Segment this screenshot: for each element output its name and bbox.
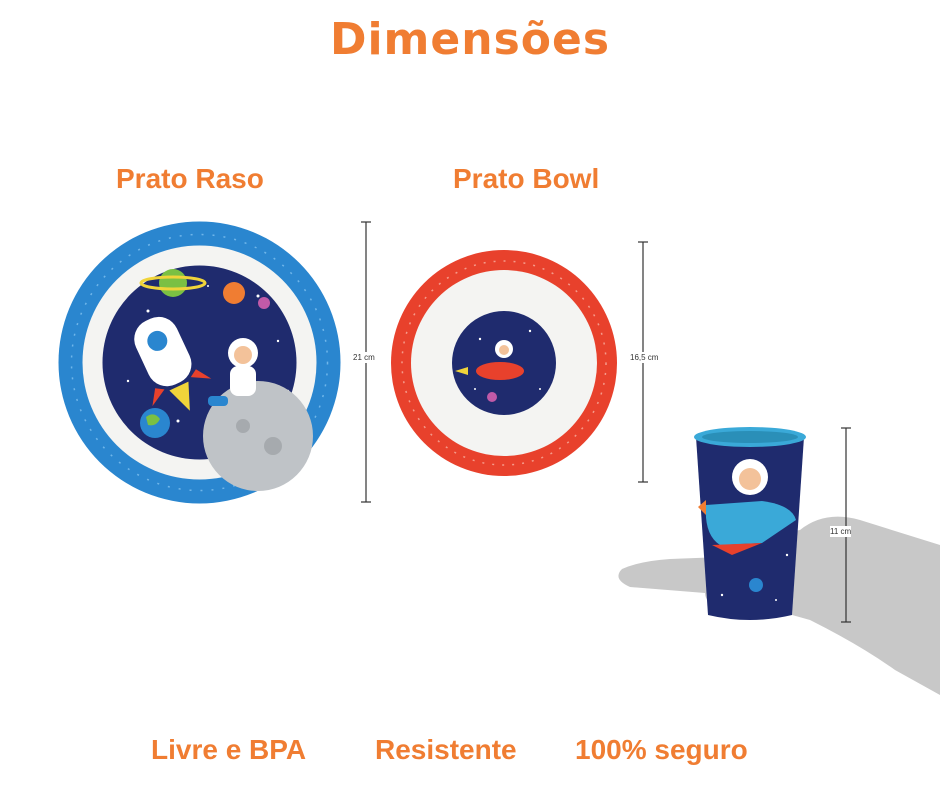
dimension-copo: 11 cm <box>830 526 852 537</box>
bowl-image <box>391 250 617 476</box>
product-label-prato-raso: Prato Raso <box>116 163 264 194</box>
feature-bpa-free: Livre e BPA <box>151 734 307 765</box>
dimension-prato-raso: 21 cm <box>353 352 375 363</box>
measure-line-copo <box>841 427 851 623</box>
dimension-prato-bowl: 16,5 cm <box>630 352 659 363</box>
page-title: Dimensões <box>329 14 611 65</box>
feature-resistant: Resistente <box>375 734 517 765</box>
product-label-prato-bowl: Prato Bowl <box>453 163 600 194</box>
cup-image <box>694 427 806 620</box>
flat-plate-image <box>58 221 341 504</box>
feature-safe: 100% seguro <box>575 734 748 765</box>
